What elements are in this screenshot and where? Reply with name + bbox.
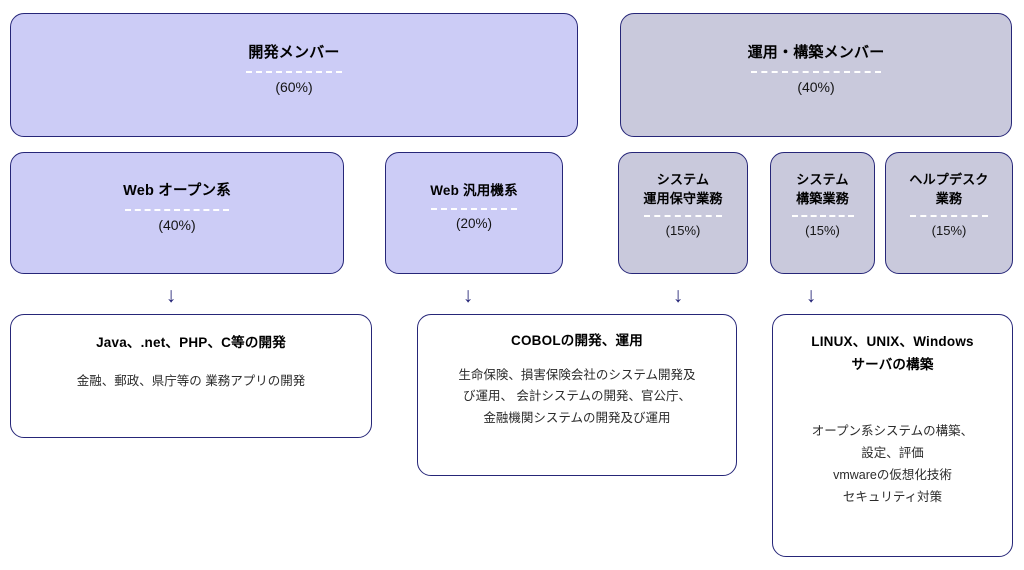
divider-dashed: [644, 214, 722, 217]
group-box-operations-members[interactable]: 運用・構築メンバー (40%): [620, 13, 1012, 137]
detail-body-cobol-line2: び運用、 会計システムの開発、官公庁、: [462, 389, 692, 404]
stream-percent-help-desk: (15%): [931, 222, 967, 238]
divider-dashed: [125, 209, 229, 212]
stream-title-help-desk-line1: ヘルプデスク: [909, 172, 989, 187]
group-percent-operations: (40%): [797, 78, 835, 95]
group-title-operations: 運用・構築メンバー: [747, 44, 885, 61]
stream-title-system-build-line2: 構築業務: [796, 190, 849, 206]
stream-title-system-build-line1: システム: [796, 172, 849, 187]
detail-body-server-line1: オープン系システムの構築、: [811, 423, 974, 438]
stream-box-web-open[interactable]: Web オープン系 (40%): [10, 152, 344, 274]
detail-box-server[interactable]: LINUX、UNIX、Windows サーバの構築 オープン系システムの構築、 …: [772, 314, 1013, 557]
detail-title-cobol: COBOLの開発、運用: [511, 333, 643, 348]
stream-box-system-operation[interactable]: システム 運用保守業務 (15%): [618, 152, 748, 274]
detail-box-cobol[interactable]: COBOLの開発、運用 生命保険、損害保険会社のシステム開発及 び運用、 会計シ…: [417, 314, 737, 476]
stream-box-system-build[interactable]: システム 構築業務 (15%): [770, 152, 875, 274]
detail-body-server-line2: 設定、評価: [861, 445, 924, 460]
detail-body-cobol-line1: 生命保険、損害保険会社のシステム開発及: [458, 367, 696, 382]
stream-percent-system-build: (15%): [805, 222, 840, 238]
detail-body-java: 金融、郵政、県庁等の 業務アプリの開発: [76, 373, 306, 388]
detail-body-cobol-line3: 金融機関システムの開発及び運用: [483, 411, 671, 426]
stream-box-help-desk[interactable]: ヘルプデスク 業務 (15%): [885, 152, 1013, 274]
divider-dashed: [246, 70, 342, 73]
detail-title-java: Java、.net、PHP、C等の開発: [96, 335, 286, 350]
stream-title-system-operation-line1: システム: [656, 172, 710, 187]
detail-body-server-line4: セキュリティ対策: [842, 489, 943, 504]
detail-title-server-line1: LINUX、UNIX、Windows: [811, 334, 974, 349]
stream-box-web-general[interactable]: Web 汎用機系 (20%): [385, 152, 563, 274]
down-arrow-icon: ↓: [165, 284, 177, 307]
stream-title-help-desk-line2: 業務: [935, 190, 963, 206]
detail-body-server-line3: vmwareの仮想化技術: [833, 467, 952, 482]
group-box-development-members[interactable]: 開発メンバー (60%): [10, 13, 578, 137]
stream-title-web-general: Web 汎用機系: [430, 183, 518, 198]
down-arrow-icon: ↓: [462, 284, 474, 307]
down-arrow-icon: ↓: [805, 284, 817, 307]
group-title-development: 開発メンバー: [248, 44, 340, 61]
divider-dashed: [751, 70, 881, 73]
divider-dashed: [910, 214, 988, 217]
divider-dashed: [791, 214, 854, 217]
stream-percent-web-general: (20%): [455, 215, 492, 231]
stream-title-web-open: Web オープン系: [123, 183, 231, 199]
divider-dashed: [431, 207, 517, 210]
stream-percent-web-open: (40%): [158, 217, 196, 234]
detail-body-cobol: 生命保険、損害保険会社のシステム開発及 び運用、 会計システムの開発、官公庁、 …: [458, 365, 695, 431]
detail-box-java[interactable]: Java、.net、PHP、C等の開発 金融、郵政、県庁等の 業務アプリの開発: [10, 314, 372, 438]
detail-title-server-line2: サーバの構築: [851, 356, 934, 372]
group-percent-development: (60%): [275, 78, 313, 95]
stream-title-system-operation-line2: 運用保守業務: [643, 190, 723, 206]
detail-body-server: オープン系システムの構築、 設定、評価 vmwareの仮想化技術 セキュリティ対…: [812, 421, 973, 509]
down-arrow-icon: ↓: [672, 284, 684, 307]
stream-percent-system-operation: (15%): [665, 222, 701, 238]
